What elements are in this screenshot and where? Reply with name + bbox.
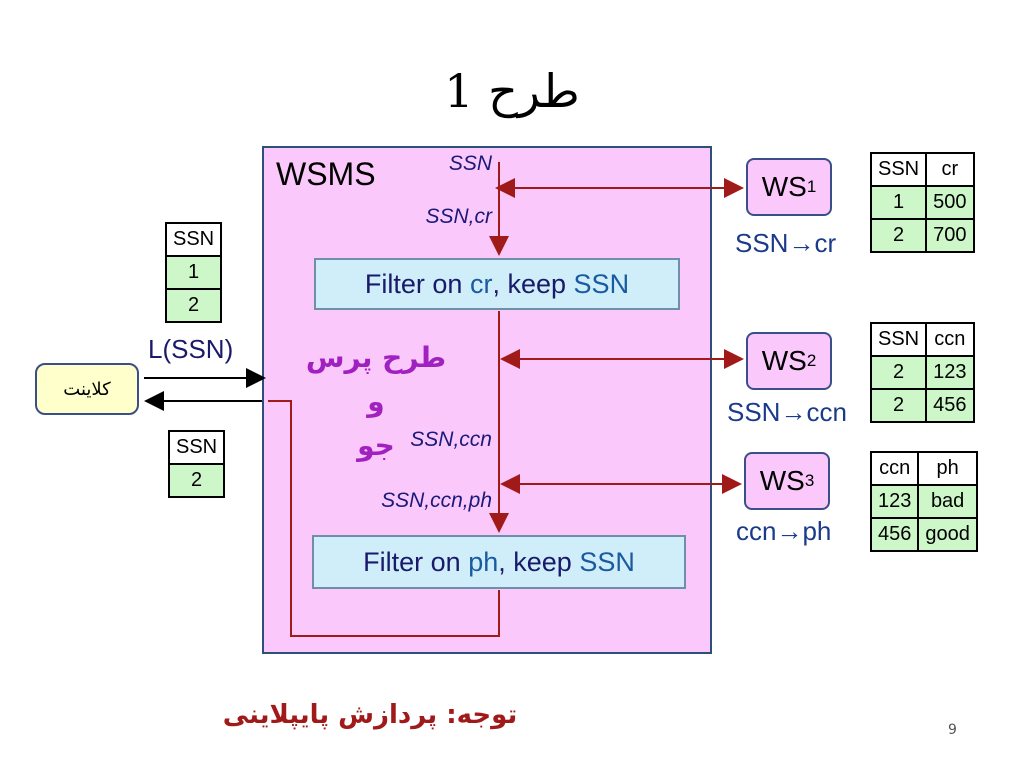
filter-mid: , keep <box>492 268 567 299</box>
table-header: SSN <box>167 430 226 465</box>
table-cell: 2 <box>167 463 226 498</box>
client-box: کلاینت <box>35 363 139 415</box>
table-cell: 456 <box>925 388 975 423</box>
ws1-mapping: SSN→cr <box>735 228 837 258</box>
table-cell: 700 <box>925 218 975 253</box>
table-cell: 500 <box>925 185 975 220</box>
wsms-label: WSMS <box>276 156 376 192</box>
table-header: ccn <box>869 451 920 486</box>
table-cell: 1 <box>869 185 928 220</box>
table-cell: 123 <box>925 355 975 390</box>
ws1-name: WS <box>761 171 807 202</box>
ws2-sub: 2 <box>806 351 817 370</box>
table-cell: 1 <box>164 255 223 290</box>
filter-field: cr <box>469 268 493 299</box>
table-cell: 2 <box>869 218 928 253</box>
query-plan-note: طرح پرس و جو <box>296 336 456 468</box>
table-header: cr <box>925 152 975 187</box>
ws2-name: WS <box>761 345 807 376</box>
ws2-mapping: SSN→ccn <box>727 397 847 427</box>
table-cell: 456 <box>869 517 920 552</box>
pipeline-note: توجه: پردازش پایپلاینی <box>222 700 518 730</box>
filter-keep: SSN <box>573 268 630 299</box>
input-ssn-table: SSN 1 2 <box>164 222 223 323</box>
output-ssn-table: SSN 2 <box>167 430 226 498</box>
table-header: SSN <box>869 152 928 187</box>
filter-ph-box: Filter on ph, keep SSN <box>312 535 686 589</box>
table-header: ph <box>917 451 978 486</box>
table-cell: 2 <box>164 288 223 323</box>
flow-label-ssn-ccn: SSN,ccn <box>410 428 492 451</box>
page-number: 9 <box>948 722 957 738</box>
table-cell: 123 <box>869 484 920 519</box>
table-header: ccn <box>925 322 975 357</box>
slide-title: طرح 1 <box>444 64 580 118</box>
flow-label-ssn-cr: SSN,cr <box>425 205 492 228</box>
flow-label-ssn-ccn-ph: SSN,ccn,ph <box>381 489 492 512</box>
query-plan-note-line2: جو <box>357 429 395 462</box>
filter-mid: , keep <box>498 546 572 577</box>
table-cell: 2 <box>869 388 928 423</box>
table-header: SSN <box>164 222 223 257</box>
ws1-sub: 1 <box>806 177 817 196</box>
input-label: L(SSN) <box>148 334 234 364</box>
flow-label-ssn: SSN <box>448 152 492 175</box>
output-path <box>268 400 500 637</box>
filter-field: ph <box>468 546 499 577</box>
query-plan-note-line1: طرح پرس و <box>305 341 447 418</box>
ws3-mapping: ccn→ph <box>736 516 832 546</box>
table-header: SSN <box>869 322 928 357</box>
ws3-name: WS <box>759 465 805 496</box>
filter-prefix: Filter on <box>363 546 461 577</box>
filter-keep: SSN <box>579 546 635 577</box>
table-cell: good <box>917 517 978 552</box>
filter-prefix: Filter on <box>364 268 463 299</box>
table-cell: 2 <box>869 355 928 390</box>
filter-cr-box: Filter on cr, keep SSN <box>314 258 680 310</box>
table-cell: bad <box>917 484 978 519</box>
ws3-sub: 3 <box>804 471 815 490</box>
